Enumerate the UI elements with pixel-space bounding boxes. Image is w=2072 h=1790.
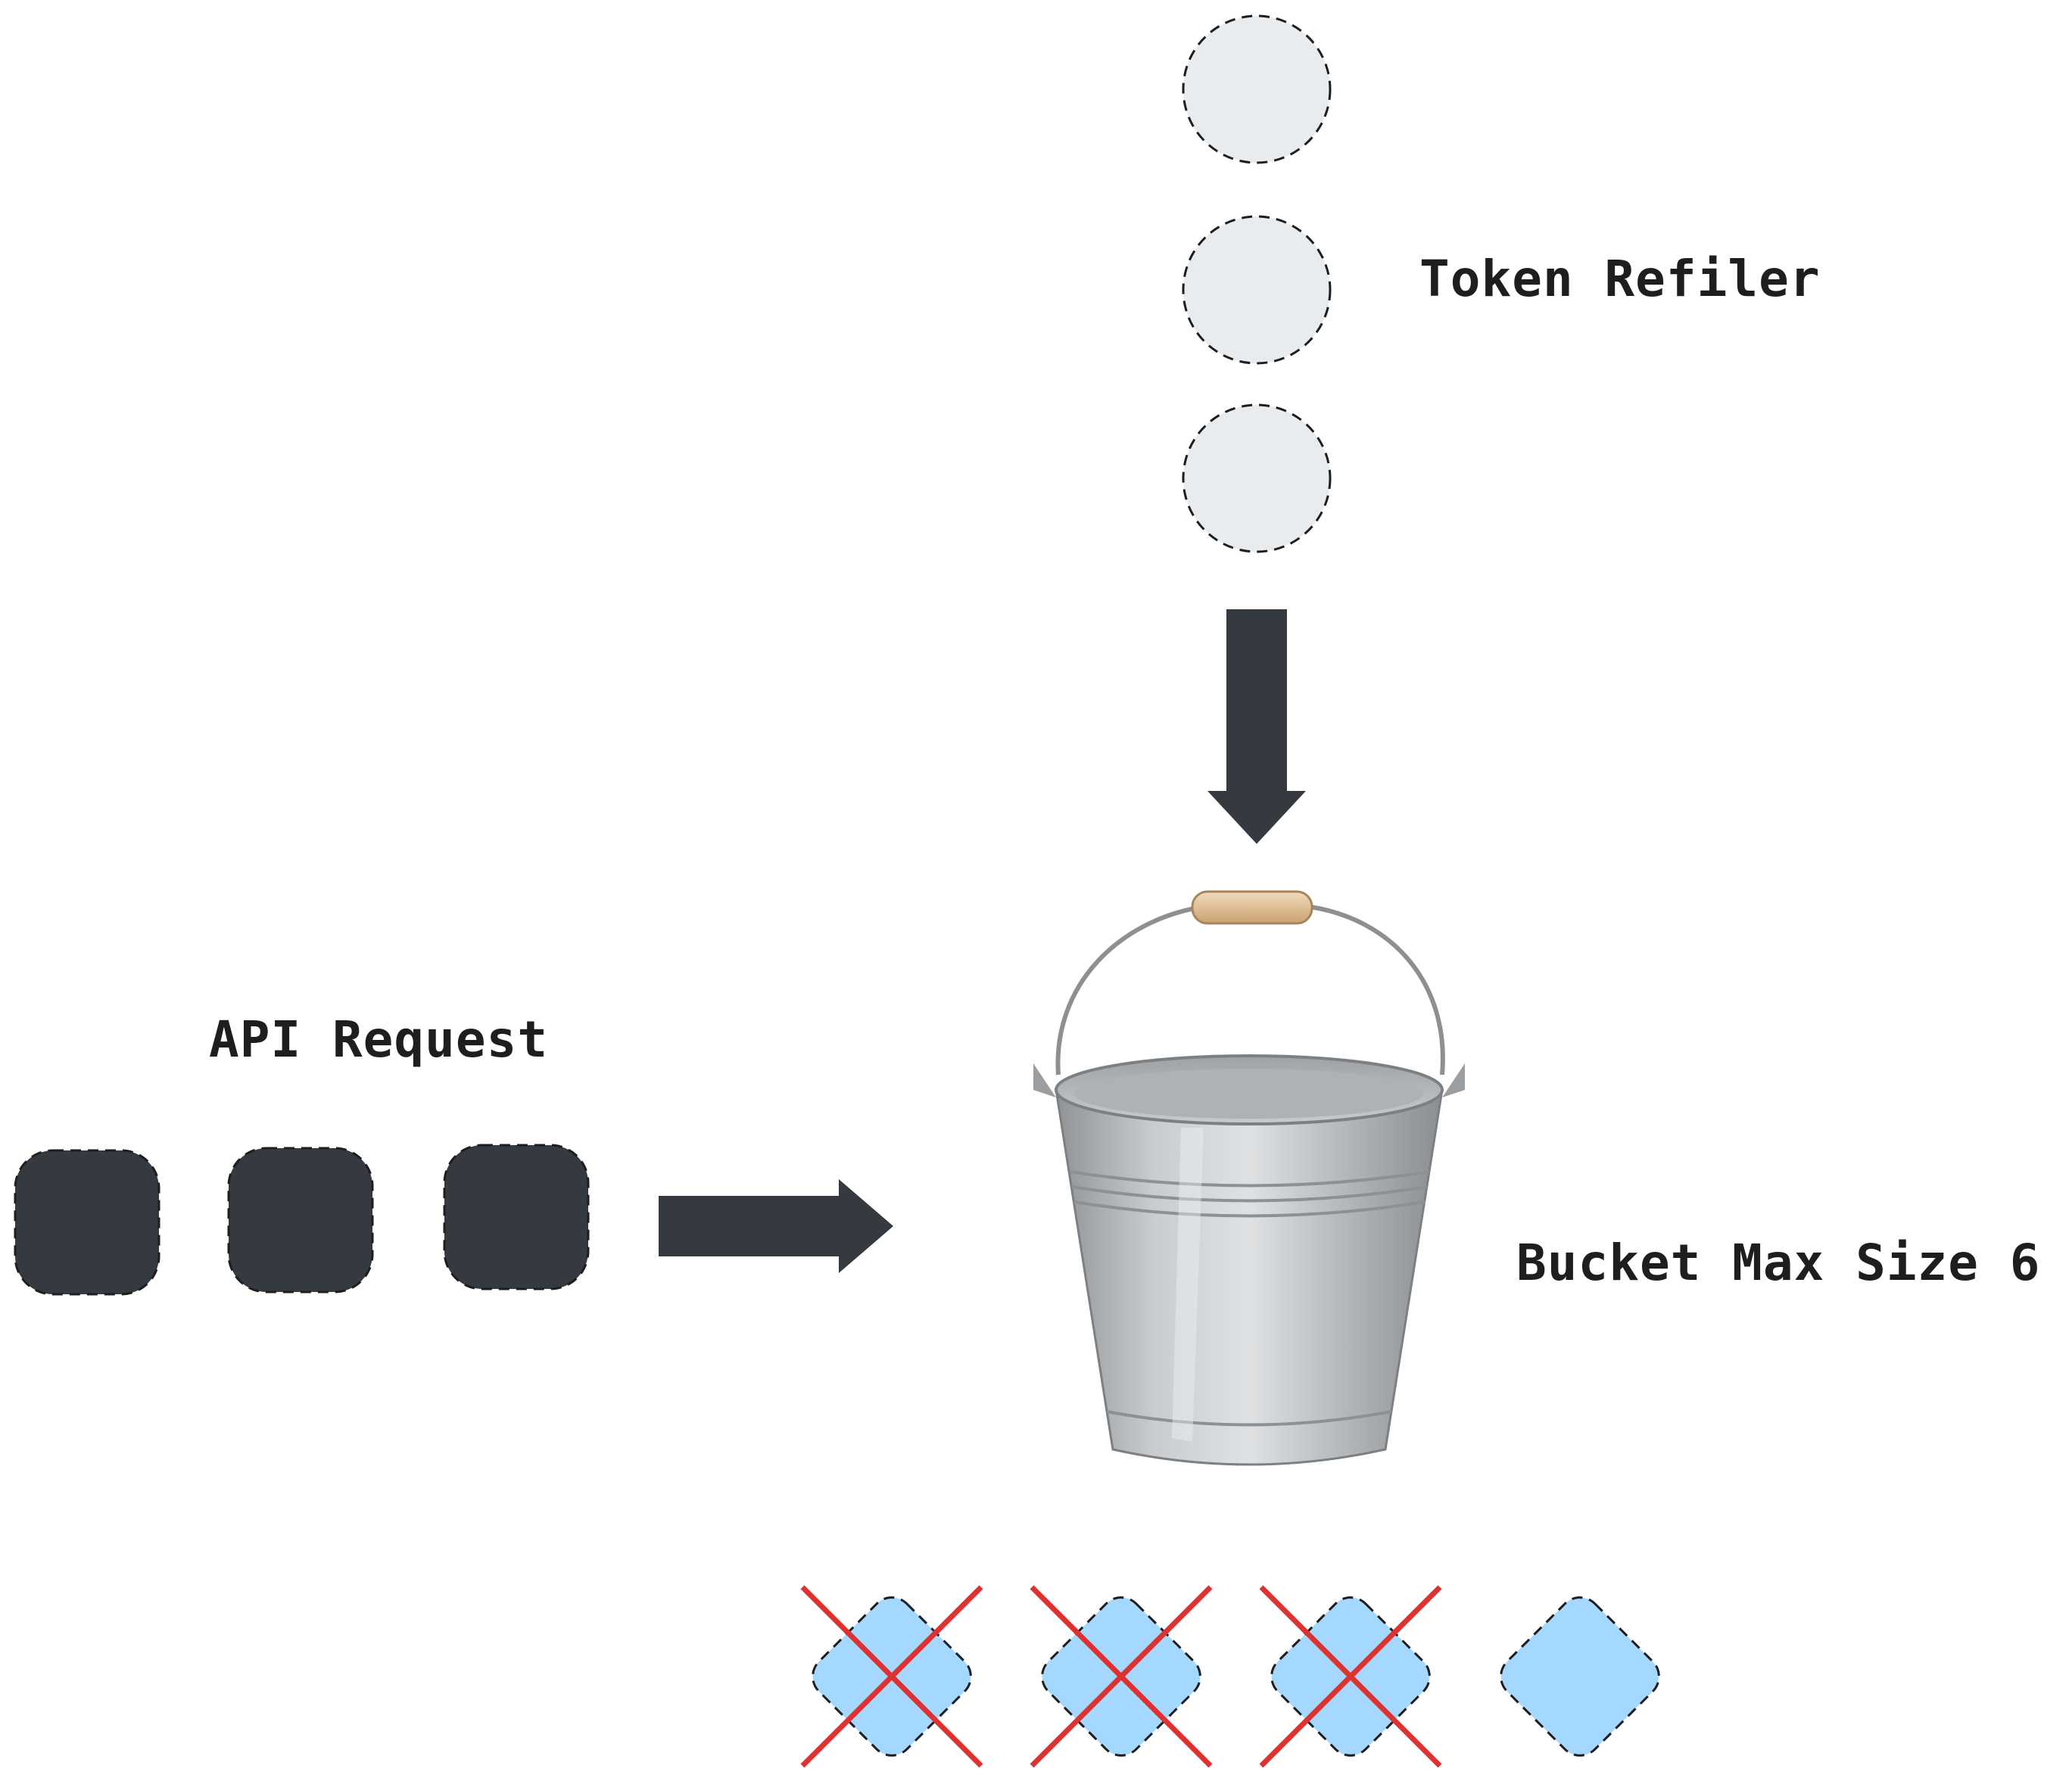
api-request-label: API Request	[209, 1010, 549, 1069]
reject-cross-icon	[1259, 1585, 1442, 1768]
api-request-block	[227, 1147, 374, 1293]
api-request-block	[14, 1149, 160, 1296]
token-refiller	[1182, 14, 1332, 553]
processed-requests	[800, 1585, 1660, 1768]
down-arrow-icon	[1207, 609, 1306, 844]
right-arrow-icon	[659, 1179, 893, 1273]
bucket-max-size-label: Bucket Max Size 6	[1516, 1234, 2041, 1292]
accepted-request-diamond	[1500, 1596, 1660, 1757]
token-refiller-label: Token Refiler	[1419, 250, 1821, 308]
token-circle	[1182, 403, 1332, 553]
token-circle	[1182, 215, 1332, 365]
api-requests	[14, 1144, 590, 1296]
bucket-icon	[1033, 890, 1465, 1466]
reject-cross-icon	[1030, 1585, 1213, 1768]
api-request-block	[443, 1144, 590, 1290]
token-circle	[1182, 14, 1332, 164]
reject-cross-icon	[800, 1585, 983, 1768]
